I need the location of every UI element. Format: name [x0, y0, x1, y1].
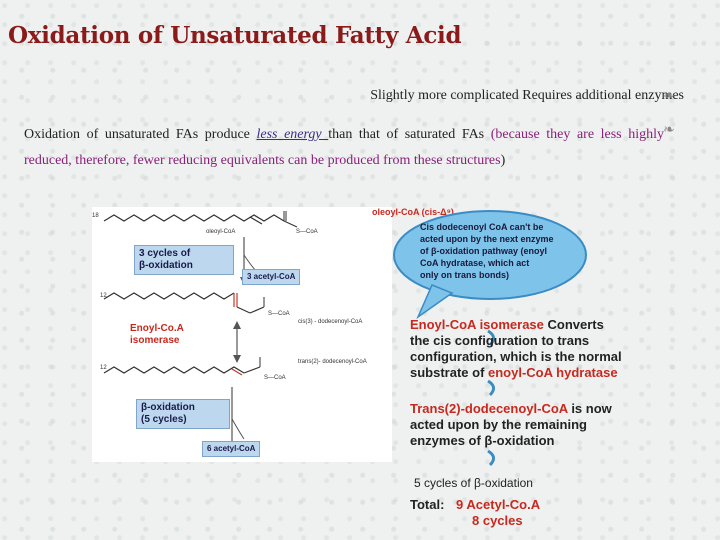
bubble-line-2: acted upon by the next enzyme [420, 234, 554, 244]
panel-shapes [393, 210, 587, 467]
isomerase-line-3: configuration, which is the normal [410, 349, 622, 364]
total-acetyl: 9 Acetyl-Co.A [456, 497, 541, 512]
box-5-cycles-line1: β-oxidation [141, 402, 195, 413]
explanation-panel: oleoyl-CoA (cis-Δ⁹) Cis dodecenoyl CoA c… [372, 205, 644, 535]
enoyl-isomerase-label: Enoyl-Co.A isomerase [130, 323, 184, 347]
slide-title: Oxidation of Unsaturated Fatty Acid [8, 22, 462, 49]
carbon-num-12a: 12 [100, 293, 107, 299]
oleoyl-cis-label: oleoyl-CoA (cis-Δ⁹) [372, 207, 454, 217]
hydratase-name: enoyl-CoA hydratase [488, 365, 618, 380]
isomerase-line-4-pre: substrate of [410, 365, 489, 380]
bullet-energy-emphasis: less energy [256, 127, 329, 142]
carbon-num-18: 18 [92, 213, 99, 219]
box-3-cycles-line1: 3 cycles of [139, 248, 191, 259]
bubble-line-5: only on trans bonds) [420, 270, 509, 280]
box-3-cycles: 3 cycles of β-oxidation [134, 245, 234, 275]
oleoyl-label: oleoyl-CoA [206, 229, 236, 235]
bullet-energy-paren: (because they are less highly reduced, t… [24, 127, 664, 168]
bullet-energy-mid: than that of saturated FAs [328, 127, 491, 142]
trans-name: Trans(2)-dodecenoyl-CoA [410, 401, 568, 416]
trans-paragraph: Trans(2)-dodecenoyl-CoA is now acted upo… [410, 401, 642, 449]
pathway-diagram: 18 S—CoA oleoyl-CoA 3 cycles of β-oxidat… [92, 207, 392, 462]
isomerase-line-2: the cis configuration to trans [410, 333, 590, 348]
box-3-cycles-line2: β-oxidation [139, 260, 193, 271]
bubble-text: Cis dodecenoyl CoA can't be acted upon b… [420, 221, 570, 281]
bullet-energy-close: ) [500, 153, 506, 168]
trans-rest: is now [567, 401, 612, 416]
trans2-label: trans(2)- dodecenoyl-CoA [298, 359, 367, 365]
bullet-energy-pre: Oxidation of unsaturated FAs produce [24, 127, 257, 142]
acetyl-6-box: 6 acetyl-CoA [202, 441, 261, 457]
enoyl-line2: isomerase [130, 335, 180, 346]
cis3-label: cis(3) - dodecenoyl-CoA [298, 319, 363, 325]
carbon-num-12b: 12 [100, 365, 107, 371]
bullet-complicated-text: Slightly more complicated Requires addit… [370, 88, 684, 103]
trans-line-2: acted upon by the remaining [410, 417, 587, 432]
box-5-cycles: β-oxidation (5 cycles) [136, 399, 230, 429]
trans-line-3: enzymes of β-oxidation [410, 433, 555, 448]
bullet-energy: Oxidation of unsaturated FAs produce les… [24, 122, 664, 174]
bubble-line-1: Cis dodecenoyl CoA can't be [420, 222, 544, 232]
isomerase-name: Enoyl-CoA isomerase [410, 317, 544, 332]
enoyl-line1: Enoyl-Co.A [130, 323, 184, 334]
total-label: Total: [410, 497, 445, 512]
bullet-icon: ❧ [663, 88, 675, 104]
scoa-label-2: S—CoA [268, 311, 290, 317]
scoa-label-3: S—CoA [264, 375, 286, 381]
acetyl-3-box: 3 acetyl-CoA [242, 269, 301, 285]
bullet-complicated: Slightly more complicated Requires addit… [370, 88, 684, 104]
box-5-cycles-line2: (5 cycles) [141, 414, 187, 425]
total-block: Total: 9 Acetyl-Co.A [410, 497, 540, 513]
isomerase-rest: Converts [543, 317, 604, 332]
total-cycles: 8 cycles [472, 513, 523, 528]
cycles-text: 5 cycles of β-oxidation [414, 476, 533, 490]
bubble-line-3: of β-oxidation pathway (enoyl [420, 246, 547, 256]
scoa-label-1: S—CoA [296, 229, 318, 235]
bubble-line-4: CoA hydratase, which act [420, 258, 530, 268]
bullet-icon-2: ❧ [663, 122, 675, 138]
isomerase-paragraph: Enoyl-CoA isomerase Converts the cis con… [410, 317, 642, 381]
